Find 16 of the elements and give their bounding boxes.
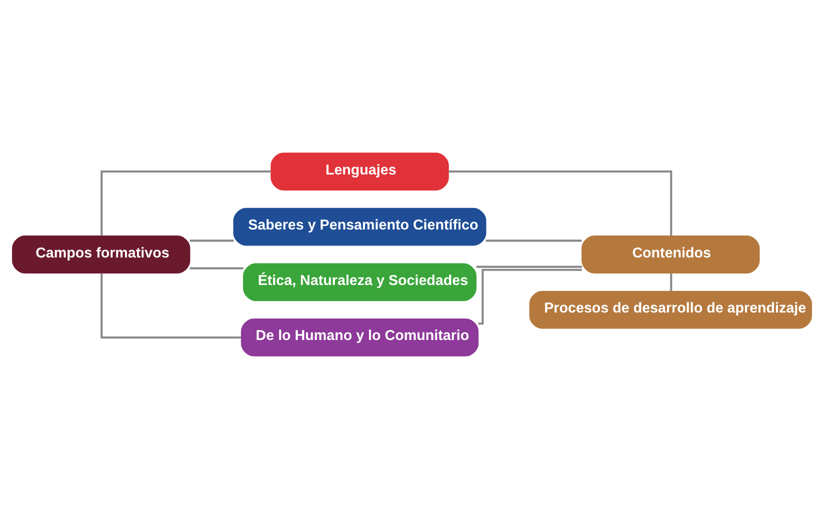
- connector: [478, 268, 582, 325]
- node-box: Contenidos: [582, 236, 760, 274]
- node-box: Ética, Naturaleza y Sociedades: [243, 263, 477, 302]
- connector: [670, 273, 672, 292]
- connector: [190, 240, 234, 242]
- connector: [190, 267, 244, 270]
- node-box: Lenguajes: [270, 152, 449, 190]
- connector: [100, 273, 242, 338]
- node-box: Campos formativos: [12, 236, 190, 274]
- connector: [476, 266, 582, 268]
- connector: [486, 240, 582, 242]
- connector: [448, 170, 672, 236]
- node-box: De lo Humano y lo Comunitario: [240, 318, 479, 356]
- node-box: Procesos de desarrollo de aprendizaje: [529, 290, 812, 329]
- node-box: Saberes y Pensamiento Científico: [233, 208, 486, 246]
- connector: [100, 170, 271, 236]
